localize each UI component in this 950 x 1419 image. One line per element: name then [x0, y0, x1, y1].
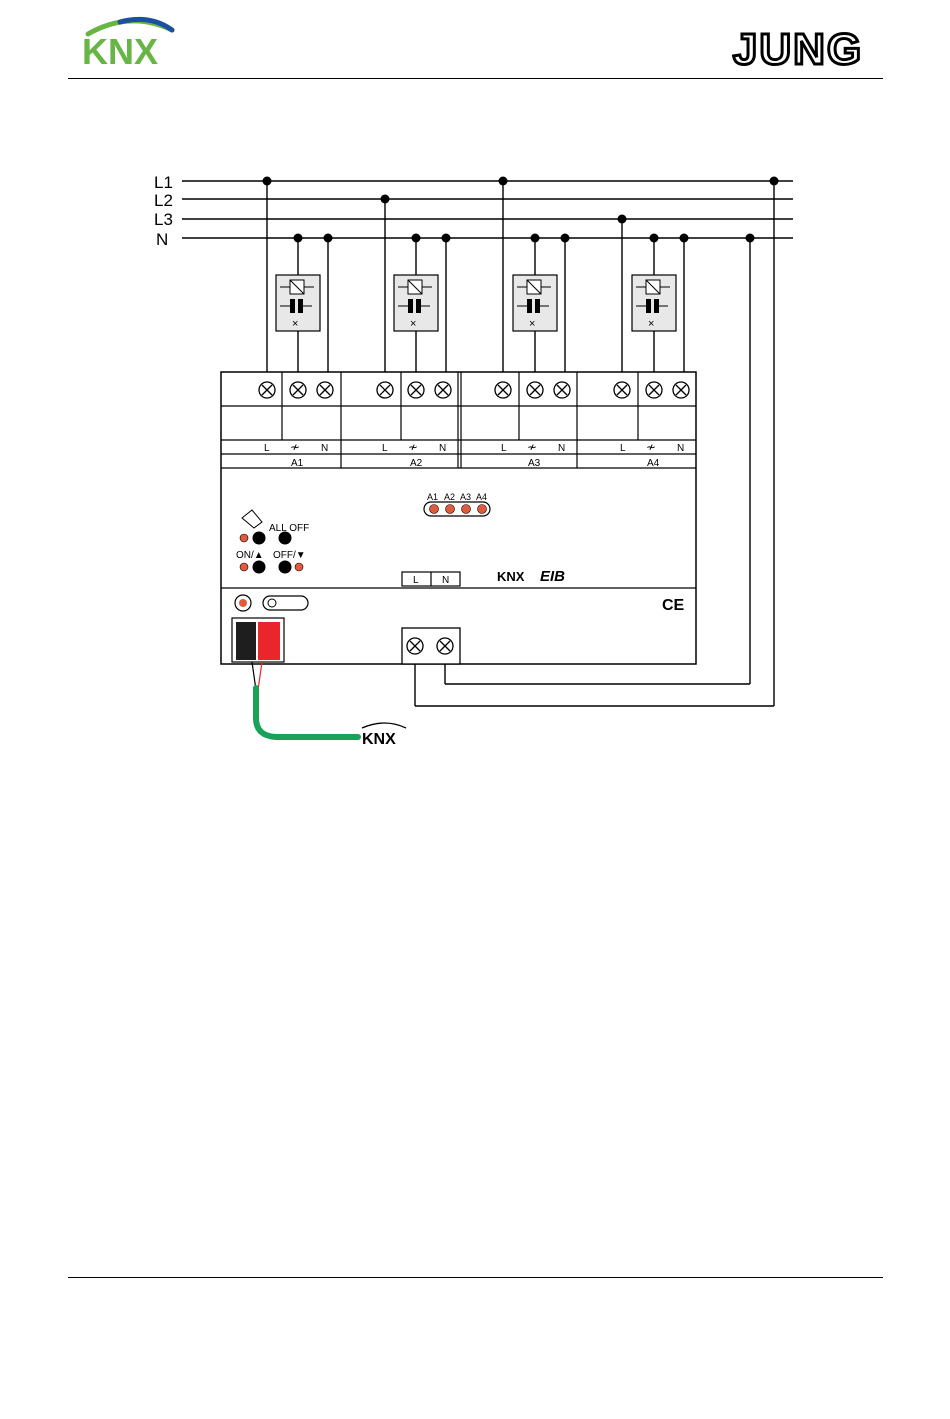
off-label: OFF/▼ — [273, 550, 306, 561]
load-symbol-a3: × — [513, 275, 557, 331]
svg-text:×: × — [292, 318, 298, 330]
terminal-label-n: N — [321, 443, 328, 454]
device-eib-text: EIB — [540, 568, 565, 585]
terminal-label-l: L — [382, 443, 388, 454]
svg-text:×: × — [529, 318, 535, 330]
led-a4 — [478, 505, 487, 514]
svg-text:×: × — [648, 318, 654, 330]
channel-name: A2 — [410, 458, 423, 469]
load-symbol-a4: × — [632, 275, 676, 331]
device-housing — [221, 372, 696, 664]
terminal-label-n: N — [677, 443, 684, 454]
led-label-a2: A2 — [444, 492, 455, 502]
channel-name: A1 — [291, 458, 304, 469]
led-a2 — [446, 505, 455, 514]
line-label-l2: L2 — [154, 191, 173, 210]
terminal-label-n: N — [439, 443, 446, 454]
bus-terminal — [232, 618, 284, 662]
bus-cable: KNX — [252, 662, 406, 748]
load-symbol-glyph: ≁ — [646, 440, 656, 454]
supply-terminal-block — [402, 628, 460, 664]
line-label-n: N — [156, 230, 168, 249]
supply-label-box: L N — [402, 572, 460, 586]
supply-label-n: N — [442, 575, 449, 586]
all-off-label: ALL OFF — [269, 523, 309, 534]
terminal-label-n: N — [558, 443, 565, 454]
channel-name: A3 — [528, 458, 541, 469]
terminal-label-l: L — [620, 443, 626, 454]
manual-mode-button[interactable] — [253, 532, 266, 545]
manual-led — [240, 534, 248, 542]
programming-area — [235, 595, 308, 611]
line-label-l3: L3 — [154, 210, 173, 229]
supply-label-l: L — [413, 575, 419, 586]
on-led — [240, 563, 248, 571]
on-label: ON/▲ — [236, 550, 264, 561]
on-button[interactable] — [253, 561, 266, 574]
device-knx-text: KNX — [497, 569, 525, 584]
off-button[interactable] — [279, 561, 292, 574]
line-label-l1: L1 — [154, 173, 173, 192]
load-symbol-glyph: ≁ — [290, 440, 300, 454]
load-symbol-glyph: ≁ — [408, 440, 418, 454]
ce-mark: CE — [662, 597, 685, 614]
terminal-label-l: L — [264, 443, 270, 454]
bus-cable-label: KNX — [362, 731, 396, 748]
led-label-a4: A4 — [476, 492, 487, 502]
led-label-a1: A1 — [427, 492, 438, 502]
load-symbol-a2: × — [394, 275, 438, 331]
led-label-a3: A3 — [460, 492, 471, 502]
channel-name: A4 — [647, 458, 660, 469]
load-symbol-a1: × — [276, 275, 320, 331]
line-labels: L1 L2 L3 N — [154, 173, 173, 249]
all-off-button[interactable] — [279, 532, 292, 545]
mains-lines — [182, 181, 793, 238]
svg-text:×: × — [410, 318, 416, 330]
led-a1 — [430, 505, 439, 514]
load-symbol-glyph: ≁ — [527, 440, 537, 454]
junction-dots — [263, 177, 779, 243]
programming-led — [239, 599, 247, 607]
led-a3 — [462, 505, 471, 514]
terminal-label-l: L — [501, 443, 507, 454]
off-led — [295, 563, 303, 571]
